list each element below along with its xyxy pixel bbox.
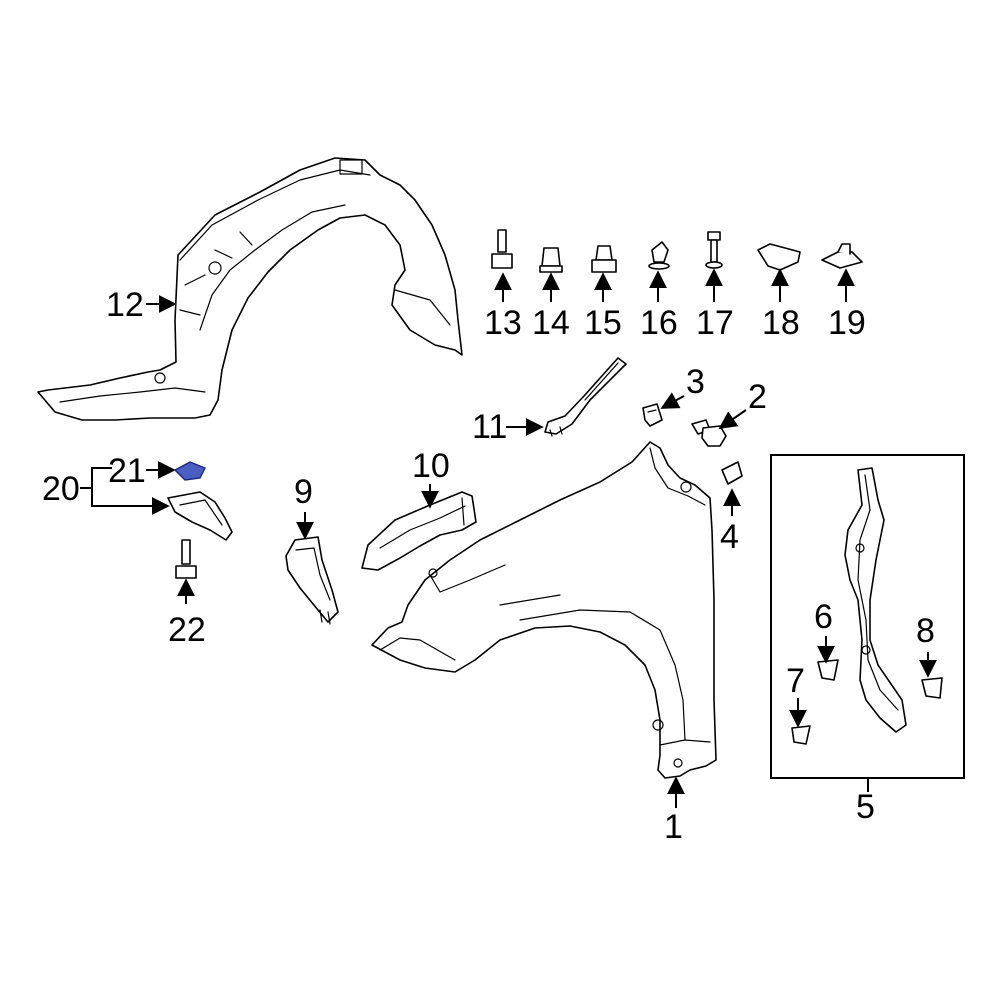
fender-liner-part[interactable]: [37, 157, 463, 421]
callout-17: 17: [696, 304, 734, 342]
callout-21: 21: [108, 452, 146, 490]
bolt-22-part[interactable]: [175, 539, 197, 579]
callout-13: 13: [484, 304, 522, 342]
callout-4: 4: [720, 518, 739, 556]
callout-14: 14: [532, 304, 570, 342]
callout-5: 5: [856, 788, 875, 826]
bracket-20-part[interactable]: [167, 491, 233, 541]
clip-nut-3-part[interactable]: [642, 403, 663, 427]
callout-7: 7: [786, 662, 805, 700]
rivet-17-part[interactable]: [705, 231, 723, 269]
bracket-9-part[interactable]: [285, 536, 339, 625]
rivet-16-part[interactable]: [648, 241, 670, 270]
bracket-10-part[interactable]: [361, 491, 477, 571]
clip-15-part[interactable]: [591, 245, 617, 273]
callout-19: 19: [828, 304, 866, 342]
callout-3: 3: [686, 363, 705, 401]
callout-10: 10: [412, 447, 450, 485]
callout-9: 9: [294, 473, 313, 511]
bolt-13-part[interactable]: [491, 229, 513, 269]
cover-4-part[interactable]: [721, 461, 743, 485]
clip-18-part[interactable]: [757, 243, 801, 271]
leader-lines: [80, 268, 937, 808]
callout-15: 15: [584, 304, 622, 342]
clip-6-part[interactable]: [817, 659, 839, 681]
callout-1: 1: [664, 808, 683, 846]
clip-14-part[interactable]: [539, 247, 563, 273]
callout-20: 20: [42, 470, 80, 508]
bolt-2-part[interactable]: [691, 419, 727, 447]
fender-seal-part[interactable]: [544, 357, 627, 437]
front-fender-part[interactable]: [371, 441, 717, 779]
callout-11: 11: [472, 408, 507, 446]
clip-7-part[interactable]: [791, 725, 811, 745]
callout-12: 12: [106, 286, 144, 324]
callout-2: 2: [748, 378, 767, 416]
clip-19-part[interactable]: [821, 243, 863, 269]
callout-18: 18: [762, 304, 800, 342]
callout-labels: 1 2 3 4 5 6 7 8 9 10 11 12 13 14 15 16 1…: [42, 286, 935, 846]
clip-21-part[interactable]: [173, 461, 206, 481]
callout-16: 16: [640, 304, 678, 342]
mounting-bracket-5-part[interactable]: [844, 467, 907, 733]
callout-6: 6: [814, 598, 833, 636]
callout-22: 22: [168, 611, 206, 649]
clip-8-part[interactable]: [921, 677, 943, 699]
callout-8: 8: [916, 612, 935, 650]
